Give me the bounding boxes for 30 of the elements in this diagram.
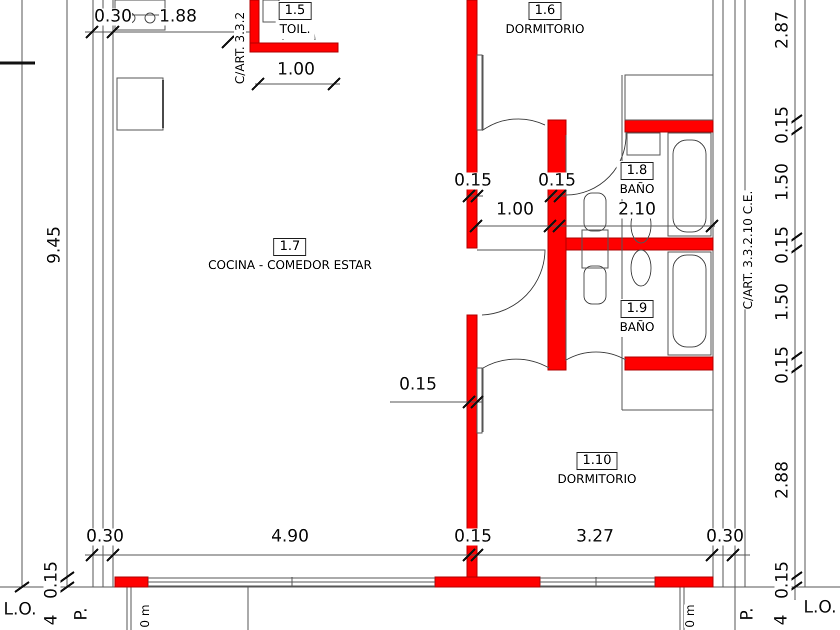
- room-number: 1.10: [576, 452, 618, 470]
- dimension-text: 0.30: [86, 528, 124, 546]
- dimension-text: 0.15: [538, 172, 576, 190]
- room-name: COCINA - COMEDOR ESTAR: [208, 257, 372, 274]
- room-number: 1.5: [278, 2, 312, 20]
- room-number: 1.9: [620, 300, 654, 318]
- dimension-text: 0.30: [94, 8, 132, 26]
- room-name: DORMITORIO: [506, 21, 584, 38]
- dimension-text: 0.30: [706, 528, 744, 546]
- room-name: DORMITORIO: [558, 471, 636, 488]
- room-number: 1.7: [274, 238, 306, 256]
- dimension-text: 0 m: [139, 604, 151, 628]
- code-reference: C/ART. 3.3.2: [234, 12, 246, 84]
- dimension-text: 0.15: [774, 226, 792, 264]
- room-name: BAÑO: [620, 181, 654, 198]
- room-name: BAÑO: [620, 319, 654, 336]
- dimension-text: 1.88: [159, 8, 197, 26]
- room-number: 1.6: [528, 2, 562, 20]
- dimension-text: 0.15: [774, 346, 792, 384]
- dimension-text: 0.15: [454, 528, 492, 546]
- dimension-text: 0.15: [454, 172, 492, 190]
- dimension-text: 0.15: [44, 561, 60, 599]
- code-reference: C/ART. 3.3.2.10 C.E.: [742, 190, 754, 310]
- room-number: 1.8: [620, 162, 654, 180]
- dimension-text: 0.15: [774, 561, 792, 599]
- dimension-text: 0.15: [774, 106, 792, 144]
- room-name: TOIL.: [280, 21, 310, 38]
- dimension-text: 2.10: [618, 202, 656, 218]
- dimension-text: 0 m: [684, 604, 696, 628]
- room-label: [276, 1, 314, 39]
